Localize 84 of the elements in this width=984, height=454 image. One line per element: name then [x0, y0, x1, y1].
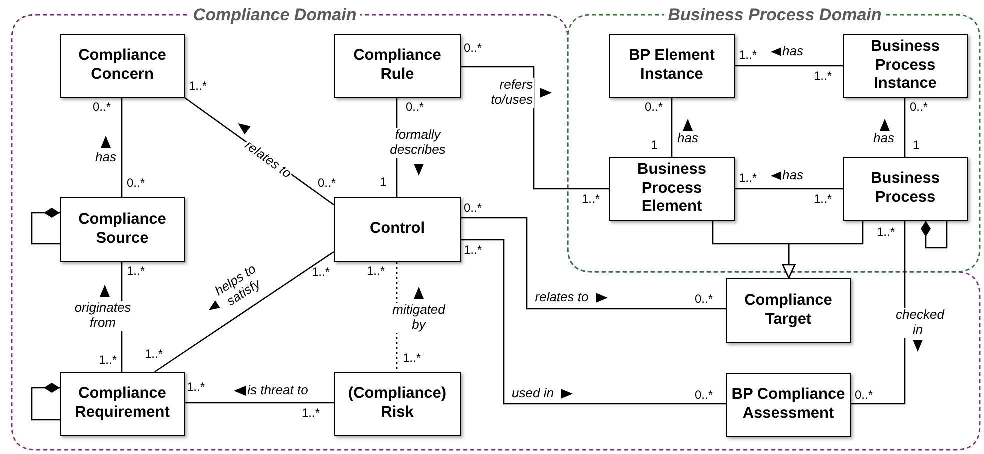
- class-name: Compliance Source: [78, 210, 168, 248]
- class-name: Compliance Concern: [78, 47, 168, 85]
- direction-arrow: [414, 164, 424, 176]
- direction-arrow: [596, 293, 608, 303]
- class-box: [843, 157, 968, 221]
- connector-line: [735, 65, 843, 67]
- multiplicity-label: 1..*: [464, 244, 482, 256]
- multiplicity-label: 0..*: [127, 177, 146, 189]
- class-box: [60, 372, 185, 436]
- multiplicity-label: 1..*: [877, 226, 896, 238]
- direction-arrow: [561, 389, 573, 399]
- class-box: [843, 34, 968, 98]
- multiplicity-label: 1..*: [99, 354, 118, 366]
- connector-line: [461, 66, 609, 190]
- multiplicity-label: 1: [380, 176, 387, 188]
- multiplicity-label: 1..*: [187, 381, 206, 393]
- multiplicity-label: 0..*: [645, 101, 664, 113]
- direction-arrow: [880, 119, 890, 131]
- direction-arrow: [683, 119, 693, 131]
- direction-arrow: [913, 340, 923, 352]
- multiplicity-label: 1..*: [403, 352, 422, 364]
- multiplicity-label: 1..*: [814, 193, 832, 205]
- multiplicity-label: 0..*: [464, 202, 482, 214]
- multiplicity-label: 1..*: [302, 407, 320, 419]
- class-name: Compliance Rule: [352, 47, 442, 85]
- class-name: Compliance Target: [744, 292, 834, 330]
- multiplicity-label: 1..*: [127, 265, 146, 277]
- class-box: [334, 34, 461, 98]
- direction-arrow: [100, 285, 110, 297]
- multiplicity-label: 1: [651, 139, 658, 151]
- class-box: [60, 34, 185, 98]
- multiplicity-label: 0..*: [910, 101, 928, 113]
- class-name: Business Process Element: [636, 161, 708, 217]
- class-box: [60, 197, 185, 262]
- class-box: [609, 34, 735, 98]
- connector-line: [121, 98, 123, 197]
- class-name: Business Process Instance: [870, 38, 941, 94]
- multiplicity-label: 0..*: [93, 101, 112, 113]
- class-name: Business Process: [870, 170, 941, 208]
- connector-line: [904, 98, 906, 157]
- domain-title: Business Process Domain: [664, 6, 886, 24]
- connector-line: [461, 217, 726, 310]
- class-name: BP Compliance Assessment: [731, 386, 846, 424]
- direction-arrow: [540, 88, 552, 98]
- connector-line: [31, 208, 60, 245]
- multiplicity-label: 1..*: [739, 172, 758, 184]
- connector-line: [185, 402, 334, 404]
- direction-arrow: [414, 287, 424, 299]
- multiplicity-label: 0..*: [406, 101, 424, 113]
- multiplicity-label: 0..*: [464, 42, 482, 54]
- multiplicity-label: 1..*: [582, 193, 600, 205]
- connector-line: [154, 251, 334, 373]
- connector-line: [921, 221, 948, 249]
- direction-arrow: [238, 123, 251, 135]
- class-box: [726, 373, 851, 437]
- connector-line: [782, 221, 864, 279]
- class-name: Compliance Requirement: [74, 385, 171, 423]
- class-box: [726, 278, 851, 343]
- multiplicity-label: 1..*: [189, 80, 208, 92]
- multiplicity-label: 1..*: [814, 70, 832, 82]
- multiplicity-label: 0..*: [695, 293, 714, 305]
- direction-arrow: [234, 386, 246, 396]
- domain-title: Compliance Domain: [189, 6, 361, 24]
- multiplicity-label: 1..*: [312, 266, 330, 278]
- edge-label: has: [782, 168, 804, 184]
- class-name: (Compliance) Risk: [347, 385, 448, 423]
- class-box: [334, 372, 461, 436]
- multiplicity-label: 1..*: [739, 49, 758, 61]
- connector-line: [735, 188, 843, 190]
- edge-label: has: [782, 44, 804, 60]
- connector-line: [31, 383, 60, 421]
- multiplicity-label: 0..*: [318, 177, 336, 189]
- multiplicity-label: 1..*: [367, 265, 386, 277]
- multiplicity-label: 1..*: [145, 348, 164, 360]
- multiplicity-label: 0..*: [695, 389, 714, 401]
- class-box: [609, 157, 735, 221]
- class-name: BP Element Instance: [628, 47, 716, 85]
- connector-line: [671, 98, 673, 157]
- direction-arrow: [101, 136, 111, 148]
- class-name: Control: [370, 220, 426, 239]
- multiplicity-label: 1: [913, 139, 920, 151]
- connector-line: [461, 239, 726, 405]
- multiplicity-label: 0..*: [855, 389, 874, 401]
- class-box: [334, 197, 461, 262]
